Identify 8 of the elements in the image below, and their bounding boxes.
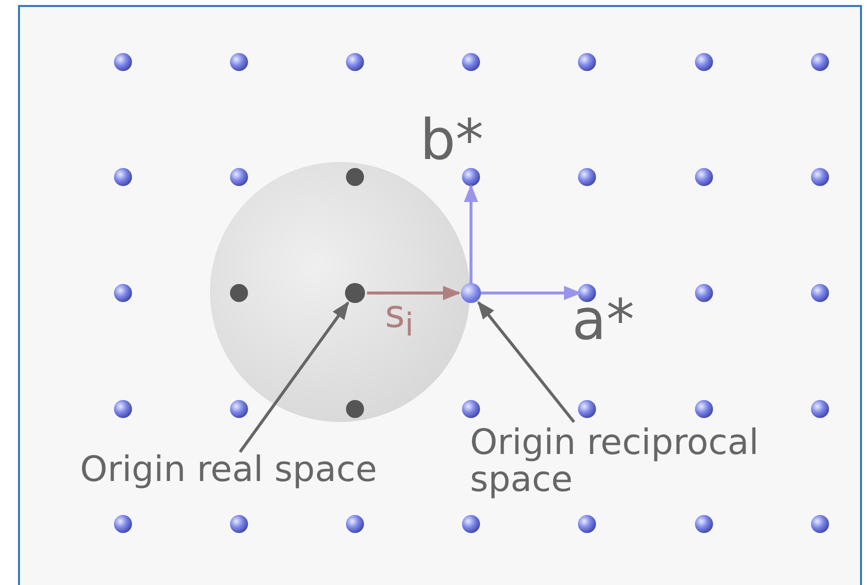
callout-text: Origin real space xyxy=(80,452,420,489)
vector-label: b* xyxy=(420,112,484,171)
arrow xyxy=(238,301,350,453)
arrow xyxy=(477,300,576,423)
edge-label: s$_{i}$ xyxy=(385,295,414,343)
arrow xyxy=(367,286,461,300)
callout-text: Origin reciprocal space xyxy=(470,425,810,498)
vector-label: a* xyxy=(572,292,634,351)
